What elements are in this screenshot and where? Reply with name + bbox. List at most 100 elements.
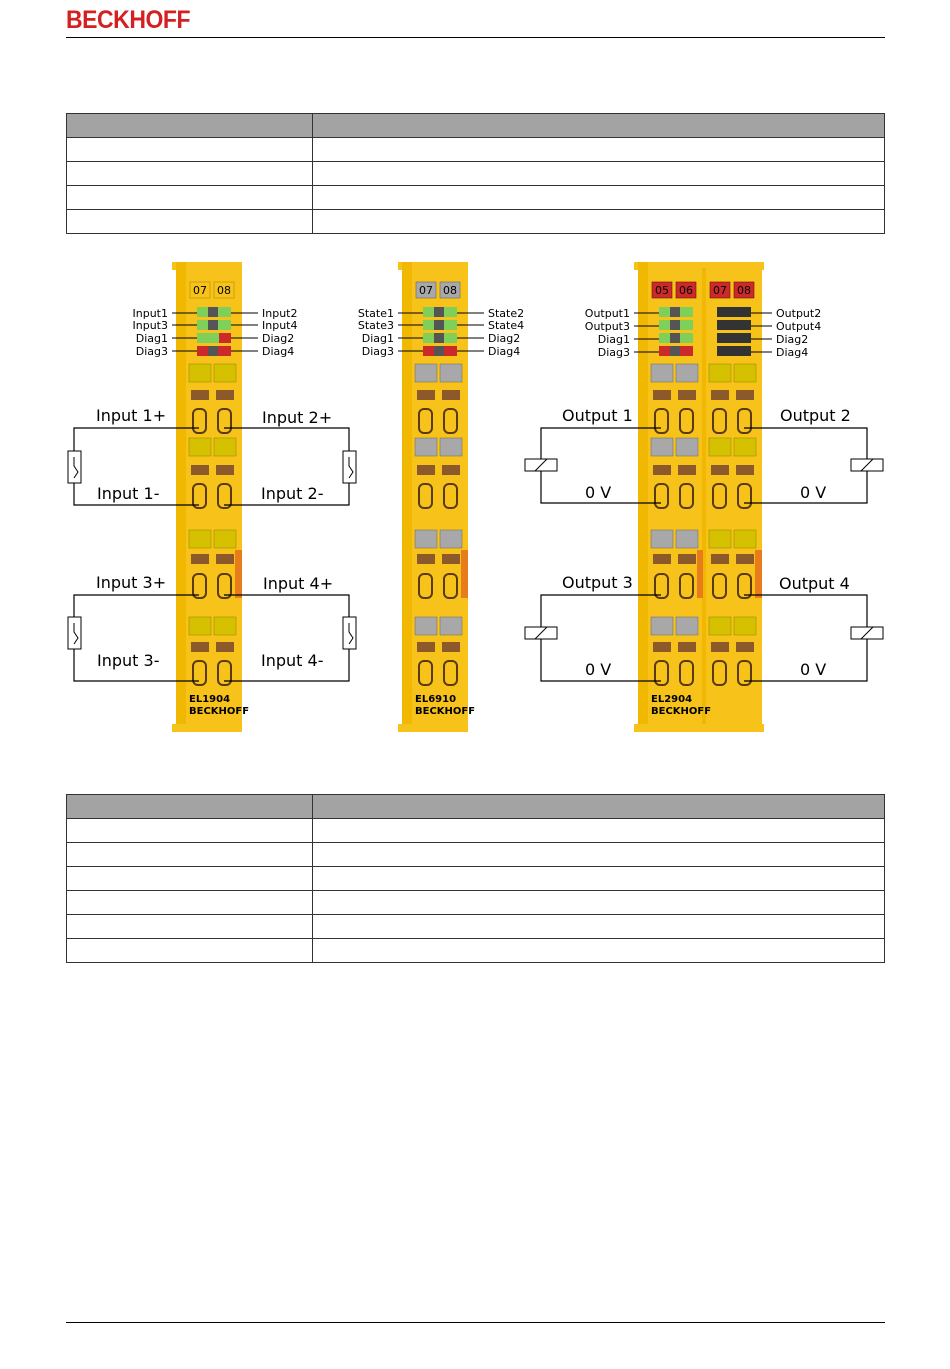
led-label-state4: State4: [488, 319, 524, 332]
wire-label-0v-1: 0 V: [585, 483, 611, 502]
led-label-output4: Output4: [776, 320, 821, 333]
led-08: 08: [217, 284, 231, 297]
table-cell: [312, 938, 885, 963]
header-rule: [66, 37, 885, 38]
led-label-diag1: Diag1: [598, 333, 630, 346]
led-07: 07: [419, 284, 433, 297]
wire-label-input2plus: Input 2+: [262, 408, 332, 427]
table-cell: [66, 914, 313, 939]
brand-label-el2904: BECKHOFF: [651, 706, 711, 717]
wire-label-input4minus: Input 4-: [261, 651, 323, 670]
led-block-right: [717, 307, 751, 356]
housing-divider: [702, 268, 706, 728]
led-08: 08: [737, 284, 751, 297]
led-block: [423, 307, 457, 356]
brand-logo: BECKHOFF: [66, 6, 191, 34]
wire-label-0v-2: 0 V: [800, 483, 826, 502]
model-label-el2904: EL2904: [651, 694, 692, 705]
housing-edge: [176, 262, 186, 728]
spring-clamps: [417, 390, 460, 652]
table-header-cell: [312, 113, 885, 138]
table-cell: [312, 185, 885, 210]
led-label-state1: State1: [358, 307, 394, 320]
led-label-input2: Input2: [262, 307, 297, 320]
table-row: [66, 866, 885, 891]
table-header-cell: [66, 794, 313, 819]
led-label-diag4: Diag4: [262, 345, 294, 358]
led-label-output3: Output3: [585, 320, 630, 333]
table-top: [66, 113, 885, 234]
terminal-points: [418, 408, 458, 686]
led-label-diag4: Diag4: [776, 346, 808, 359]
table-cell: [66, 890, 313, 915]
housing-bottom: [172, 724, 242, 732]
table-row: [66, 938, 885, 963]
led-label-diag1: Diag1: [136, 332, 168, 345]
led-label-diag2: Diag2: [488, 332, 520, 345]
wire-label-output3: Output 3: [562, 573, 633, 592]
led-07: 07: [193, 284, 207, 297]
led-06: 06: [679, 284, 693, 297]
contact-blocks: [414, 363, 463, 636]
led-07: 07: [713, 284, 727, 297]
terminal-illustration: 07 08 Input1 Input3 Diag1 Diag3 Input2 I…: [67, 262, 884, 732]
led-label-diag2: Diag2: [776, 333, 808, 346]
wiring-figure: 07 08 Input1 Input3 Diag1 Diag3 Input2 I…: [60, 250, 890, 745]
terminal-points: [192, 408, 232, 686]
table-header-row: [66, 794, 885, 819]
wire-label-input1minus: Input 1-: [97, 484, 159, 503]
brand-label-el1904: BECKHOFF: [189, 706, 249, 717]
table-cell: [66, 842, 313, 867]
led-label-state3: State3: [358, 319, 394, 332]
wire-label-input3plus: Input 3+: [96, 573, 166, 592]
led-label-diag3: Diag3: [598, 346, 630, 359]
module-el2904: 05 06 07 08 Output1 Output3 Diag1 Diag3 …: [524, 262, 884, 732]
table-header-cell: [66, 113, 313, 138]
model-label-el1904: EL1904: [189, 694, 230, 705]
led-label-state2: State2: [488, 307, 524, 320]
contact-blocks-right: [708, 363, 757, 636]
table-cell: [66, 209, 313, 234]
led-label-diag2: Diag2: [262, 332, 294, 345]
led-block: [197, 307, 231, 356]
table-bottom: [66, 794, 885, 963]
wire-label-output2: Output 2: [780, 406, 851, 425]
table-cell: [66, 185, 313, 210]
housing-bottom: [398, 724, 468, 732]
module-el1904: 07 08 Input1 Input3 Diag1 Diag3 Input2 I…: [67, 262, 357, 732]
led-label-diag3: Diag3: [136, 345, 168, 358]
table-row: [66, 209, 885, 234]
led-label-output2: Output2: [776, 307, 821, 320]
wire-label-0v-3: 0 V: [585, 660, 611, 679]
table-row: [66, 842, 885, 867]
led-block-left: [659, 307, 693, 356]
housing-edge: [402, 262, 412, 728]
led-label-diag3: Diag3: [362, 345, 394, 358]
module-el6910: 07 08 State1 State3 Diag1 Diag3 State2 S…: [358, 262, 524, 732]
table-cell: [312, 209, 885, 234]
table-row: [66, 185, 885, 210]
table-cell: [312, 866, 885, 891]
table-row: [66, 161, 885, 186]
table-cell: [66, 938, 313, 963]
table-row: [66, 914, 885, 939]
contact-blocks-left: [650, 363, 699, 636]
spring-clamps: [653, 390, 754, 652]
contact-blocks: [188, 363, 237, 636]
table-row: [66, 890, 885, 915]
wire-label-input1plus: Input 1+: [96, 406, 166, 425]
table-cell: [312, 161, 885, 186]
led-label-diag4: Diag4: [488, 345, 520, 358]
led-08: 08: [443, 284, 457, 297]
wire-label-input2minus: Input 2-: [261, 484, 323, 503]
footer-rule: [66, 1322, 885, 1323]
table-cell: [312, 890, 885, 915]
brand-label-el6910: BECKHOFF: [415, 706, 475, 717]
led-label-input3: Input3: [133, 319, 168, 332]
table-cell: [66, 161, 313, 186]
wire-label-input3minus: Input 3-: [97, 651, 159, 670]
table-header-cell: [312, 794, 885, 819]
housing-edge: [638, 262, 648, 728]
wire-label-input4plus: Input 4+: [263, 574, 333, 593]
table-cell: [312, 842, 885, 867]
